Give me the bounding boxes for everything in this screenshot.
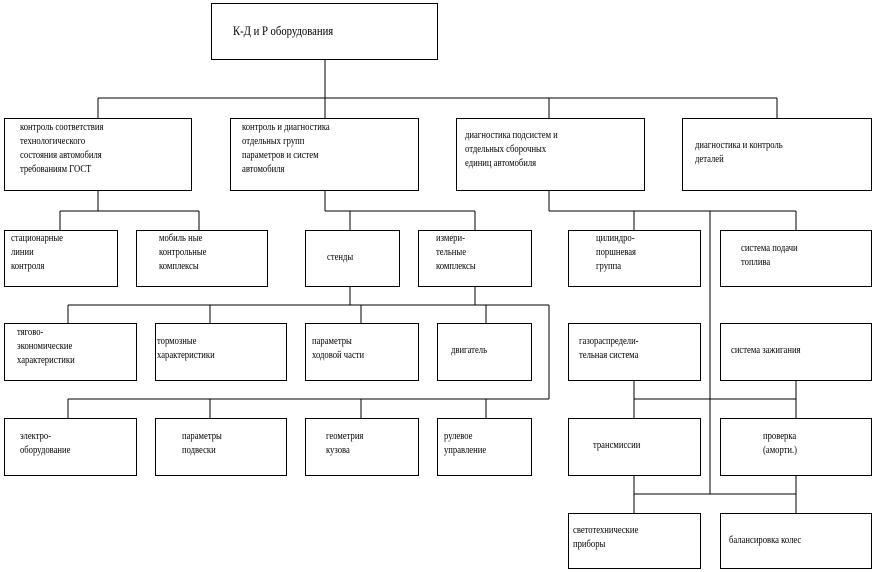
subsystem-diagnostics-label: диагностика подсистем и отдельных сбороч… bbox=[465, 130, 558, 169]
engine-box: двигатель bbox=[437, 323, 532, 381]
transmission-label: трансмиссии bbox=[593, 440, 641, 451]
measuring-complexes-label: измери- тельные комплексы bbox=[436, 233, 476, 272]
shock-absorber-check-label: проверка (аморти.) bbox=[763, 431, 798, 456]
subsystem-diagnostics-box: диагностика подсистем и отдельных сбороч… bbox=[456, 118, 645, 191]
parts-diagnostics-box: диагностика и контроль деталей bbox=[682, 118, 872, 191]
body-geometry-box: геометрия кузова bbox=[305, 418, 419, 476]
gas-distribution-label: газораспредели- тельная система bbox=[579, 336, 639, 361]
electrical-equipment-label: электро- оборудование bbox=[20, 431, 71, 456]
wheel-balancing-label: балансировка колес bbox=[729, 535, 802, 546]
steering-label: рулевое управление bbox=[444, 431, 487, 456]
fuel-supply-box: система подачи топлива bbox=[720, 230, 872, 287]
chassis-parameters-box: параметры ходовой части bbox=[305, 323, 419, 381]
steering-box: рулевое управление bbox=[437, 418, 532, 476]
gas-distribution-box: газораспредели- тельная система bbox=[568, 323, 701, 381]
lighting-devices-box: светотехнические приборы bbox=[568, 513, 701, 569]
stands-box: стенды bbox=[305, 230, 400, 287]
ignition-system-label: система зажигания bbox=[731, 345, 801, 356]
wheel-balancing-box: балансировка колес bbox=[720, 513, 872, 569]
root-label: К-Д и Р оборудования bbox=[233, 23, 334, 38]
conformity-control-box: контроль соответствия технологического с… bbox=[4, 118, 192, 191]
stands-label: стенды bbox=[327, 252, 354, 263]
conformity-control-label: контроль соответствия технологического с… bbox=[20, 122, 104, 175]
body-geometry-label: геометрия кузова bbox=[326, 431, 364, 456]
suspension-parameters-box: параметры подвески bbox=[155, 418, 287, 476]
mobile-complexes-box: мобиль ные контрольные комплексы bbox=[136, 230, 268, 287]
lighting-devices-label: светотехнические приборы bbox=[573, 525, 639, 550]
chassis-parameters-label: параметры ходовой части bbox=[312, 336, 365, 361]
electrical-equipment-box: электро- оборудование bbox=[4, 418, 137, 476]
measuring-complexes-box: измери- тельные комплексы bbox=[418, 230, 532, 287]
suspension-parameters-label: параметры подвески bbox=[182, 431, 222, 456]
fuel-supply-label: система подачи топлива bbox=[741, 243, 798, 268]
brake-characteristics-label: тормозные характеристики bbox=[157, 336, 215, 361]
traction-economy-box: тягово- экономические характеристики bbox=[4, 323, 137, 381]
brake-characteristics-box: тормозные характеристики bbox=[155, 323, 287, 381]
group-diagnostics-box: контроль и диагностика отдельных групп п… bbox=[230, 118, 419, 191]
cylinder-piston-box: цилиндро- поршневая группа bbox=[568, 230, 701, 287]
cylinder-piston-label: цилиндро- поршневая группа bbox=[596, 233, 637, 272]
ignition-system-box: система зажигания bbox=[720, 323, 872, 381]
parts-diagnostics-label: диагностика и контроль деталей bbox=[695, 140, 783, 165]
shock-absorber-check-box: проверка (аморти.) bbox=[720, 418, 872, 476]
engine-label: двигатель bbox=[451, 345, 488, 356]
mobile-complexes-label: мобиль ные контрольные комплексы bbox=[159, 233, 207, 272]
group-diagnostics-label: контроль и диагностика отдельных групп п… bbox=[242, 122, 330, 175]
stationary-lines-box: стационарные линии контроля bbox=[4, 230, 118, 287]
root-box: К-Д и Р оборудования bbox=[211, 3, 438, 60]
stationary-lines-label: стационарные линии контроля bbox=[11, 233, 63, 272]
transmission-box: трансмиссии bbox=[568, 418, 701, 476]
traction-economy-label: тягово- экономические характеристики bbox=[17, 327, 75, 366]
